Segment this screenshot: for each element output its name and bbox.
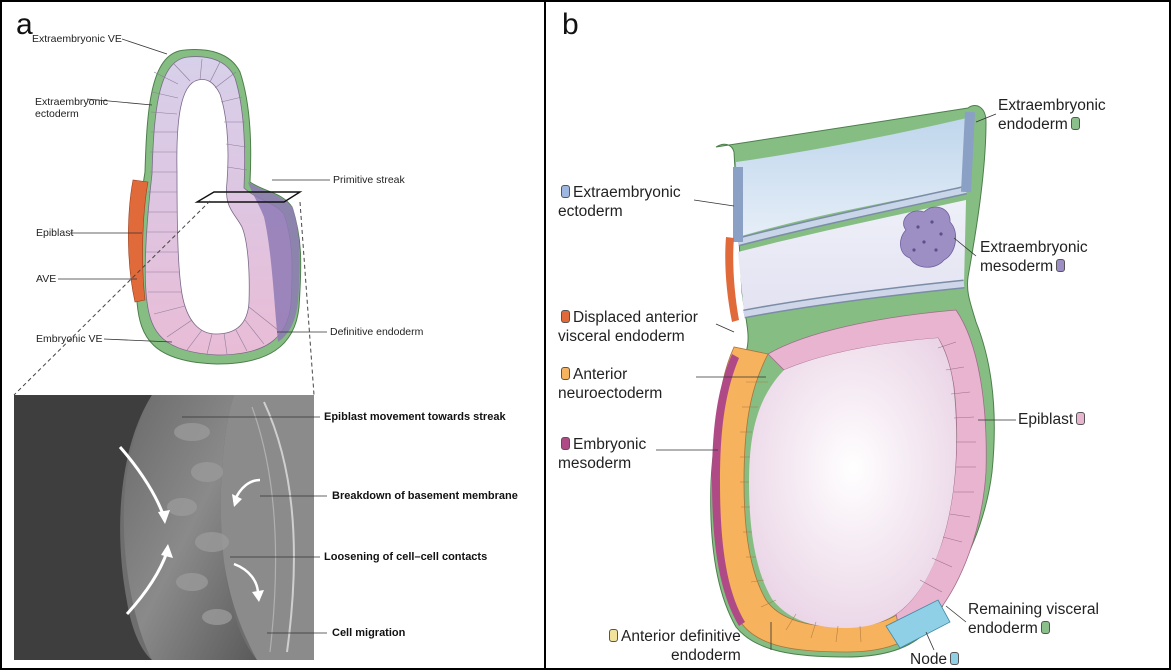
chip-yellow-icon [609,629,618,642]
chip-purple-icon [1056,259,1065,272]
label-extraembryonic-endoderm: Extraembryonic endoderm [998,96,1106,134]
displaced-ave [725,237,739,322]
label-displaced-ave-text: Displaced anterior visceral endoderm [558,309,698,345]
label-embryonic-mesoderm-text: Embryonic mesoderm [558,436,646,472]
label-basement-membrane: Breakdown of basement membrane [332,490,518,502]
label-epiblast-a: Epiblast [36,227,73,239]
chip-green-icon-2 [1041,621,1050,634]
label-anterior-neuroectoderm-text: Anterior neuroectoderm [558,366,662,402]
label-node: Node [910,650,962,669]
label-remaining-ve-text: Remaining visceral endoderm [968,601,1099,637]
label-extraembryonic-ectoderm-b-text: Extraembryonic ectoderm [558,184,681,220]
label-node-text: Node [910,651,947,668]
label-remaining-ve: Remaining visceral endoderm [968,600,1099,638]
label-extraembryonic-ectoderm-a: Extraembryonic ectoderm [35,96,108,120]
chip-red-orange-icon [561,310,570,323]
label-extraembryonic-ectoderm-b: Extraembryonic ectoderm [558,183,681,221]
label-displaced-ave: Displaced anterior visceral endoderm [558,308,698,346]
label-embryonic-ve: Embryonic VE [36,333,103,345]
ectoderm-right-sheet [966,112,970,192]
label-loosening: Loosening of cell–cell contacts [324,551,487,563]
sem-image [14,395,314,660]
label-embryonic-mesoderm: Embryonic mesoderm [558,435,646,473]
label-cell-migration: Cell migration [332,627,405,639]
panel-b: b [544,0,1171,670]
label-extraembryonic-endoderm-text: Extraembryonic endoderm [998,97,1106,133]
label-extraembryonic-ve: Extraembryonic VE [32,33,122,45]
chip-pink-icon [1076,412,1085,425]
label-definitive-endoderm: Definitive endoderm [330,326,423,338]
label-anterior-definitive-endoderm: Anterior definitive endoderm [606,627,741,665]
chip-blue-icon [561,185,570,198]
label-extraembryonic-mesoderm-text: Extraembryonic mesoderm [980,239,1088,275]
zoom-line-right [300,202,314,395]
label-epiblast-movement: Epiblast movement towards streak [324,411,506,423]
label-ave: AVE [36,273,56,285]
chip-green-icon [1071,117,1080,130]
label-epiblast-b-text: Epiblast [1018,411,1073,428]
label-anterior-neuroectoderm: Anterior neuroectoderm [558,365,662,403]
label-anterior-definitive-endoderm-text: Anterior definitive endoderm [621,628,741,664]
label-epiblast-b: Epiblast [1018,410,1088,429]
chip-orange-icon [561,367,570,380]
chip-light-blue-icon [950,652,959,665]
label-extraembryonic-mesoderm: Extraembryonic mesoderm [980,238,1088,276]
chip-magenta-icon [561,437,570,450]
panel-a: a [0,0,546,670]
label-primitive-streak: Primitive streak [333,174,405,186]
